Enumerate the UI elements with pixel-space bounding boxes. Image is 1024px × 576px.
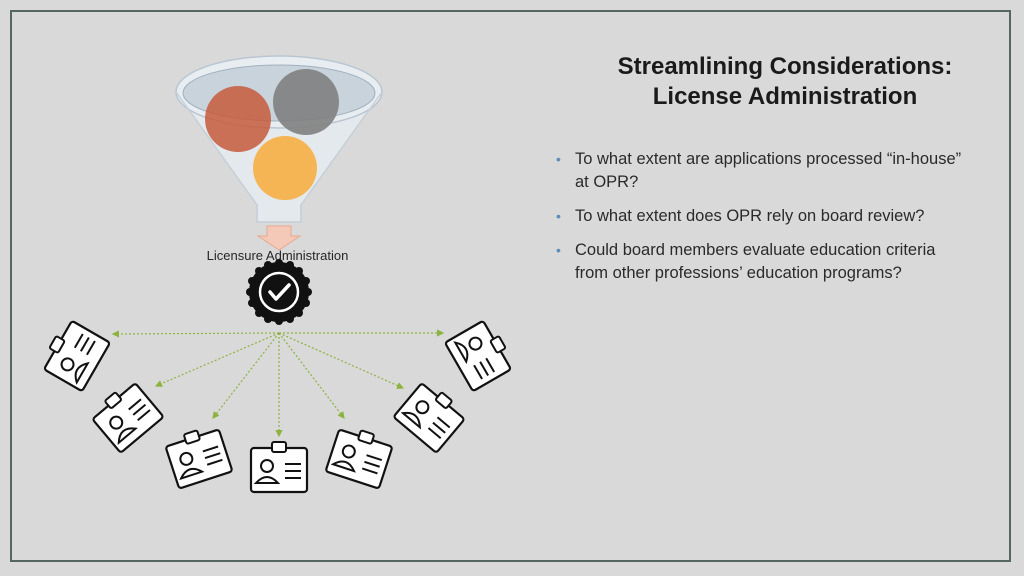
funnel-icon: [174, 55, 384, 223]
id-card-icon: [162, 422, 234, 490]
id-card-icon: [443, 316, 518, 393]
slide-title: Streamlining Considerations: License Adm…: [600, 52, 970, 112]
funnel-label: Licensure Administration: [206, 248, 349, 263]
distribution-arrows: [111, 329, 445, 438]
bullet-item: To what extent are applications processe…: [556, 148, 966, 194]
id-card-icon: [392, 377, 470, 454]
id-card-icon: [87, 377, 165, 454]
slide-title-line1: Streamlining Considerations:: [617, 53, 953, 80]
id-card-icons: [37, 316, 518, 494]
id-card-icon: [249, 440, 309, 494]
verified-badge-icon: [246, 259, 312, 325]
id-card-icon: [37, 316, 112, 393]
circle-gray: [273, 69, 339, 135]
circle-orange: [253, 136, 317, 200]
bullet-list: To what extent are applications processe…: [556, 148, 966, 296]
slide-frame: [10, 10, 1011, 562]
circle-red: [205, 86, 271, 152]
bullet-item: To what extent does OPR rely on board re…: [556, 205, 966, 228]
id-card-icon: [324, 422, 396, 490]
slide-title-line2: License Administration: [652, 83, 918, 110]
down-arrow-icon: [256, 225, 302, 251]
bullet-item: Could board members evaluate education c…: [556, 239, 966, 285]
